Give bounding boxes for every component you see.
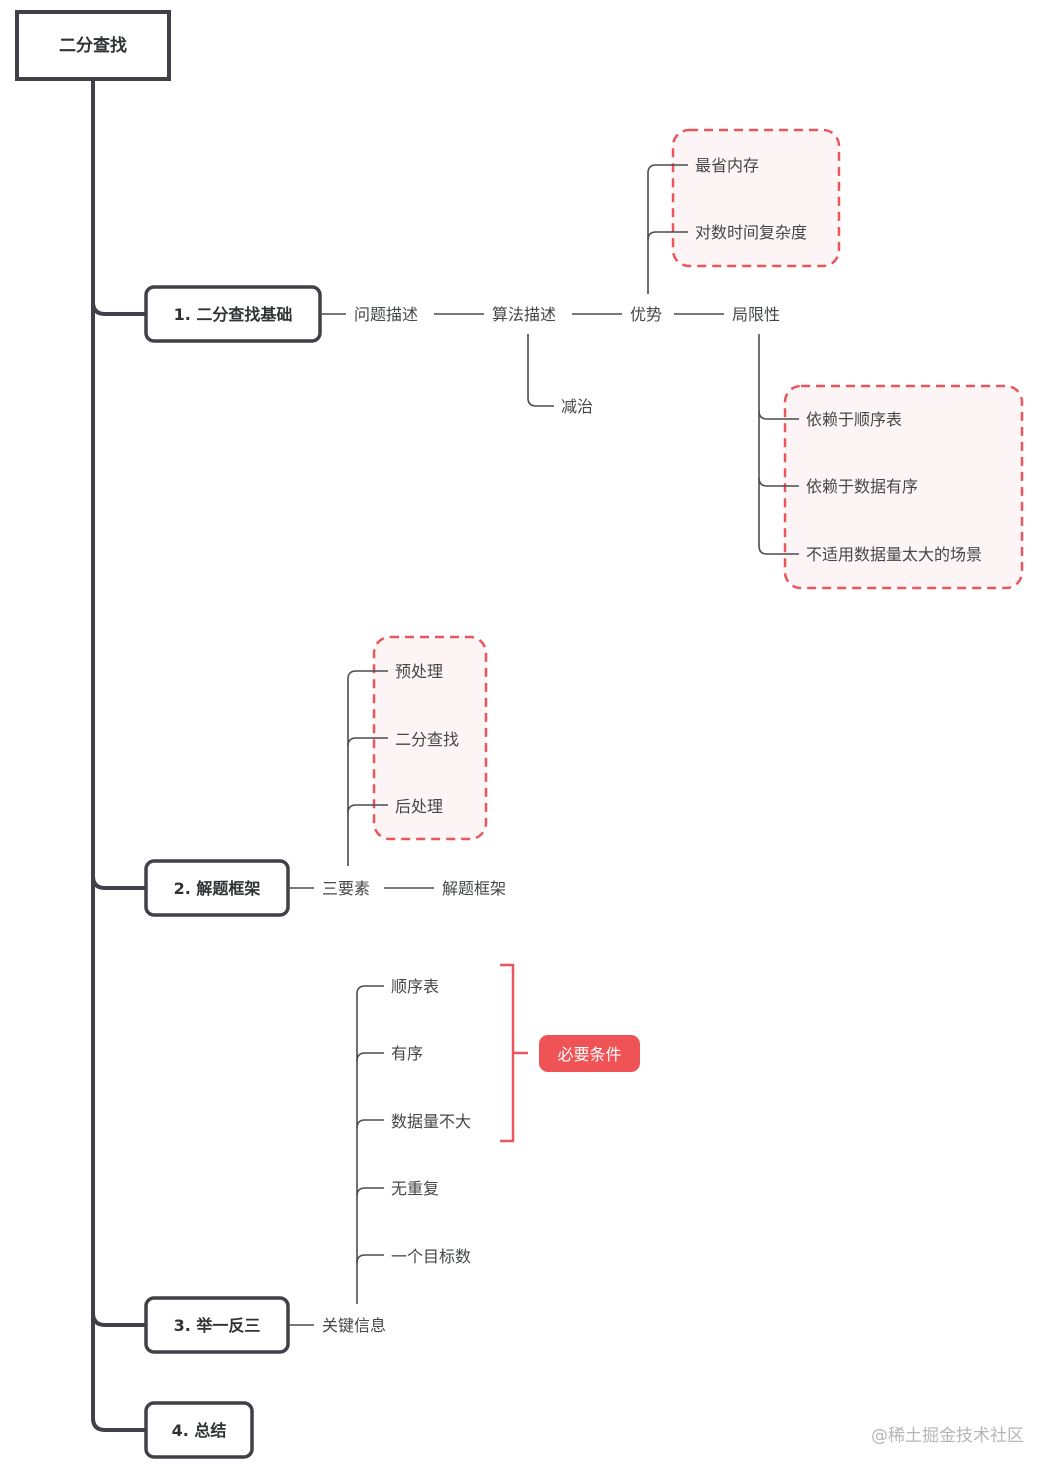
key-info-item[interactable]: 数据量不大 bbox=[391, 1112, 471, 1131]
elements-highlight-box bbox=[372, 635, 488, 841]
branch-connector-1 bbox=[91, 300, 149, 316]
connector bbox=[647, 164, 688, 294]
branch-connector-2 bbox=[91, 874, 149, 890]
element-item[interactable]: 预处理 bbox=[395, 662, 443, 681]
connector bbox=[356, 1187, 384, 1197]
connector bbox=[527, 334, 554, 407]
summary-tag[interactable]: 必要条件 bbox=[539, 1035, 640, 1072]
watermark: @稀土掘金技术社区 bbox=[871, 1426, 1024, 1446]
trunk-line bbox=[91, 78, 149, 1432]
node-three-elements[interactable]: 三要素 bbox=[322, 879, 370, 898]
section-1-label: 1. 二分查找基础 bbox=[174, 305, 293, 324]
connector bbox=[347, 737, 388, 747]
section-4-label: 4. 总结 bbox=[172, 1421, 227, 1440]
node-limitations[interactable]: 局限性 bbox=[732, 305, 780, 324]
advantages-highlight-box bbox=[671, 128, 841, 268]
section-3-label: 3. 举一反三 bbox=[174, 1316, 261, 1335]
connector bbox=[347, 804, 388, 814]
connector bbox=[758, 334, 799, 555]
section-3-node[interactable]: 3. 举一反三 bbox=[144, 1296, 290, 1354]
key-info-item[interactable]: 一个目标数 bbox=[391, 1247, 471, 1266]
section-1-node[interactable]: 1. 二分查找基础 bbox=[144, 285, 322, 343]
limitation-item[interactable]: 依赖于顺序表 bbox=[806, 410, 902, 429]
connector bbox=[356, 1119, 384, 1129]
connector bbox=[647, 231, 688, 241]
element-item[interactable]: 后处理 bbox=[395, 797, 443, 816]
summary-tag-label: 必要条件 bbox=[557, 1045, 621, 1064]
advantage-item[interactable]: 对数时间复杂度 bbox=[695, 223, 807, 242]
section-4-node[interactable]: 4. 总结 bbox=[144, 1401, 254, 1459]
limitation-item[interactable]: 不适用数据量太大的场景 bbox=[806, 545, 982, 564]
connector bbox=[356, 1254, 384, 1264]
connector bbox=[356, 1052, 384, 1062]
node-key-information[interactable]: 关键信息 bbox=[322, 1316, 386, 1335]
node-problem-description[interactable]: 问题描述 bbox=[354, 305, 418, 324]
node-decrease-and-conquer[interactable]: 减治 bbox=[561, 397, 593, 416]
key-info-item[interactable]: 顺序表 bbox=[391, 977, 439, 996]
section-2-node[interactable]: 2. 解题框架 bbox=[144, 859, 290, 917]
connector bbox=[758, 410, 799, 420]
node-solution-framework[interactable]: 解题框架 bbox=[442, 879, 506, 898]
branch-connector-3 bbox=[91, 1311, 149, 1327]
root-label: 二分查找 bbox=[59, 35, 127, 56]
element-item[interactable]: 二分查找 bbox=[395, 730, 459, 749]
node-advantages[interactable]: 优势 bbox=[630, 305, 662, 324]
limitation-item[interactable]: 依赖于数据有序 bbox=[806, 477, 918, 496]
limitations-highlight-box bbox=[783, 384, 1024, 590]
connector bbox=[347, 670, 388, 866]
key-info-item[interactable]: 有序 bbox=[391, 1044, 423, 1063]
node-algorithm-description[interactable]: 算法描述 bbox=[492, 305, 556, 324]
connector bbox=[758, 477, 799, 487]
connector bbox=[356, 985, 384, 1304]
summary-bracket bbox=[500, 963, 528, 1143]
section-2-label: 2. 解题框架 bbox=[174, 879, 261, 898]
advantage-item[interactable]: 最省内存 bbox=[695, 156, 759, 175]
key-info-item[interactable]: 无重复 bbox=[391, 1179, 439, 1198]
root-node[interactable]: 二分查找 bbox=[15, 10, 171, 81]
